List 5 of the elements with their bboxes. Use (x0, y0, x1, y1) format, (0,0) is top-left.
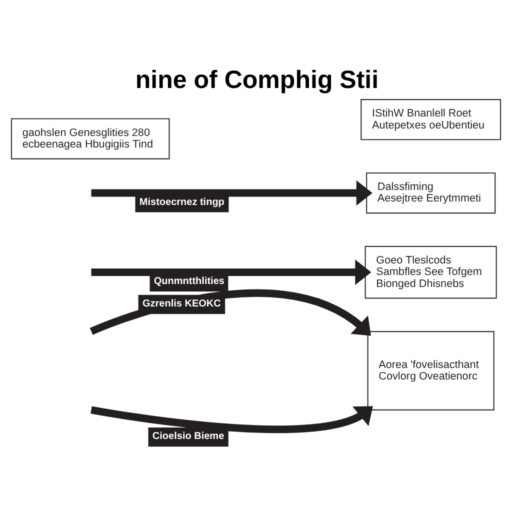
edge-label: Gzrenlis KEOKC (142, 298, 221, 310)
edge-label: Qunmntthlities (154, 276, 224, 288)
edge-label: Cioelsio Bieme (152, 431, 224, 442)
edge-label: Mistoecrnez tingp (139, 196, 224, 208)
diagram-title: nine of Comphig Stii (135, 66, 379, 94)
